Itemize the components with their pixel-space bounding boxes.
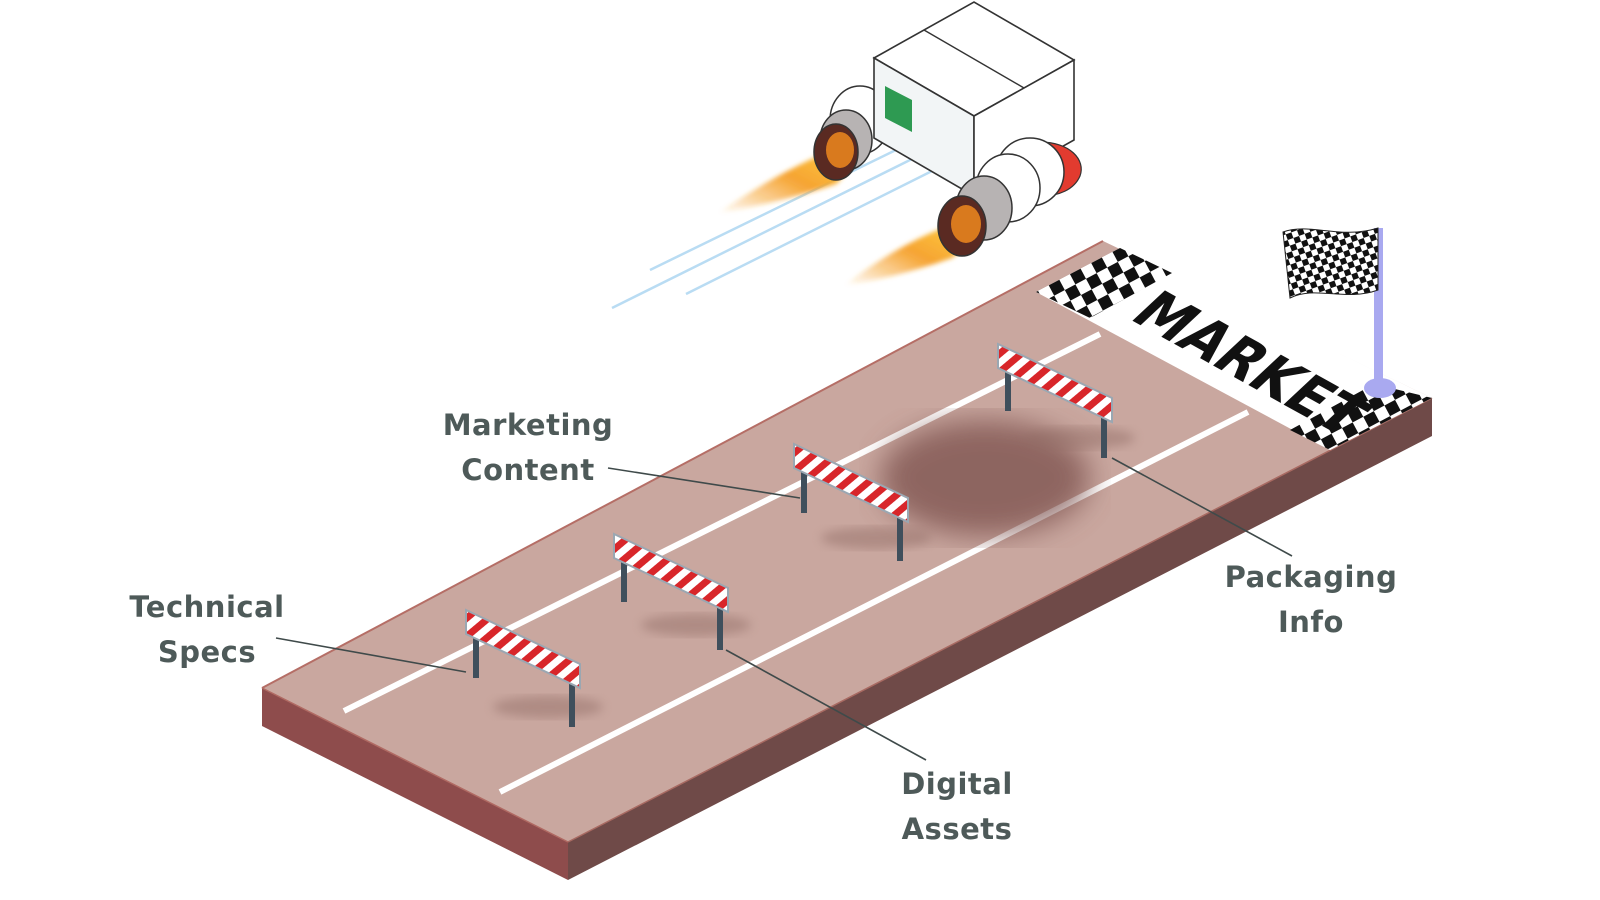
hurdle-technical-specs (465, 608, 603, 727)
lane-line-upper (342, 331, 1102, 714)
speed-line (611, 156, 915, 310)
leader-packaging-info (1111, 457, 1293, 557)
ship-shadow (880, 420, 1090, 536)
track-edge-highlight (261, 240, 1104, 689)
callout-line-1: Technical (129, 590, 284, 624)
hurdle-bar (613, 532, 729, 614)
callout-leaders (275, 457, 1293, 761)
callout-marketing-content: Marketing Content (443, 408, 614, 487)
leader-marketing-content (607, 467, 801, 499)
callout-digital-assets: Digital Assets (901, 767, 1013, 846)
flame-upper-icon (718, 146, 847, 213)
hurdle-digital-assets (613, 532, 751, 650)
callout-line-1: Digital (901, 767, 1013, 801)
callout-technical-specs: Technical Specs (129, 590, 284, 669)
finish-checkers-right (1290, 384, 1432, 450)
leader-digital-assets (725, 649, 927, 761)
track-right-side (568, 398, 1432, 880)
hurdle-bar (997, 342, 1113, 424)
callout-line-1: Marketing (443, 408, 614, 442)
hurdle-shadow (641, 614, 751, 636)
callout-line-2: Specs (158, 635, 256, 669)
flag-pole (1374, 228, 1383, 390)
checkered-flag (1282, 227, 1396, 398)
rocket-box-ship (718, 1, 1082, 285)
cargo-box (872, 1, 1076, 198)
track-right-edge (567, 397, 1433, 843)
box-tape (923, 29, 1025, 89)
speed-lines (611, 146, 935, 310)
hurdle-shadow (821, 527, 931, 549)
hurdle-marketing-content (793, 442, 931, 561)
speed-line (685, 168, 935, 296)
lane-line-lower (498, 409, 1250, 795)
callout-line-2: Assets (902, 812, 1013, 846)
callout-line-2: Info (1278, 605, 1344, 639)
flame-lower-icon (845, 222, 963, 285)
finish-banner-background (1036, 248, 1432, 450)
hurdle-shadow (1025, 427, 1135, 449)
box-label-icon (885, 86, 912, 132)
hurdle-bar (793, 442, 909, 524)
finish-checkers-left (1036, 248, 1172, 318)
track-left-side (262, 688, 568, 880)
engine-lower (937, 137, 1082, 257)
hurdle-shadow (493, 696, 603, 718)
flag-cloth (1282, 227, 1379, 299)
callout-line-2: Content (461, 453, 594, 487)
hurdle-bar (465, 608, 581, 690)
leader-technical-specs (275, 637, 467, 673)
hurdle-packaging-info (997, 342, 1135, 458)
lane-lines (342, 331, 1250, 795)
callout-line-1: Packaging (1225, 560, 1398, 594)
speed-line (649, 146, 901, 272)
callout-packaging-info: Packaging Info (1225, 560, 1398, 639)
track-front-edge (261, 687, 569, 843)
